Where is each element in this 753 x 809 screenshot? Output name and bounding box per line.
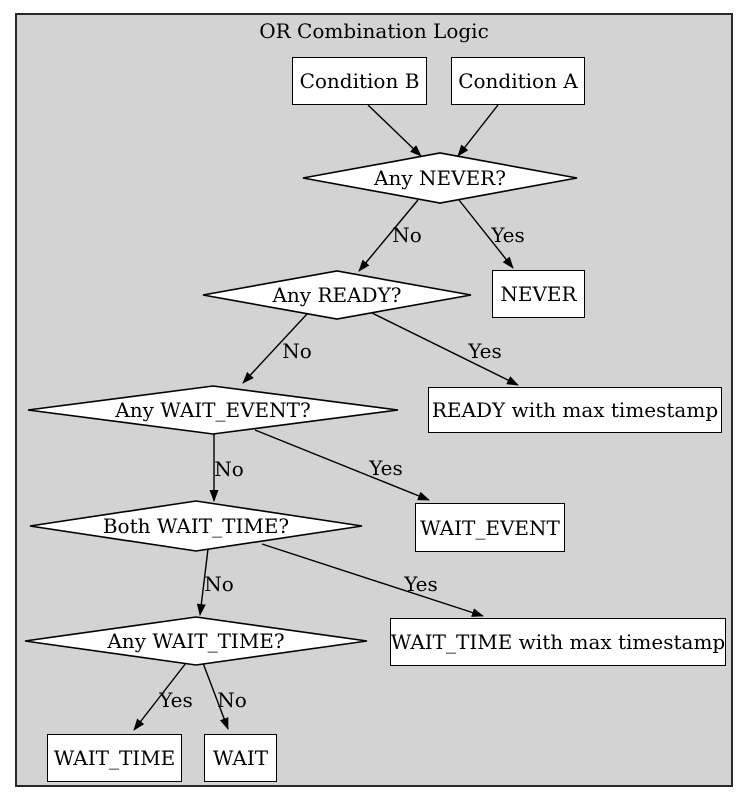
node-wait-time-with-max-timestamp: WAIT_TIME with max timestamp: [390, 618, 726, 666]
node-wait-time: WAIT_TIME: [47, 734, 182, 782]
node-condition-b: Condition B: [292, 57, 427, 105]
label-any-wait-time: Any WAIT_TIME?: [107, 629, 285, 653]
edge-label-yes-2: Yes: [468, 339, 502, 363]
edge-label-yes-1: Yes: [491, 223, 525, 247]
node-never: NEVER: [492, 270, 585, 318]
node-condition-a: Condition A: [451, 57, 585, 105]
edge-label-no-3: No: [214, 457, 244, 481]
label-any-wait-event: Any WAIT_EVENT?: [115, 398, 311, 422]
edge-label-yes-4: Yes: [404, 572, 438, 596]
edge-label-no-1: No: [392, 223, 422, 247]
node-wait: WAIT: [204, 734, 277, 782]
edge-label-no-5: No: [217, 688, 247, 712]
label-any-never: Any NEVER?: [374, 166, 506, 190]
edge-label-yes-3: Yes: [369, 456, 403, 480]
edge-label-no-2: No: [282, 339, 312, 363]
edge-label-yes-5: Yes: [159, 688, 193, 712]
label-any-ready: Any READY?: [272, 283, 402, 307]
diagram-title: OR Combination Logic: [259, 19, 489, 43]
node-ready-with-max-timestamp: READY with max timestamp: [428, 387, 722, 433]
label-both-wait-time: Both WAIT_TIME?: [102, 514, 290, 538]
node-wait-event: WAIT_EVENT: [415, 503, 565, 552]
edge-label-no-4: No: [204, 572, 234, 596]
